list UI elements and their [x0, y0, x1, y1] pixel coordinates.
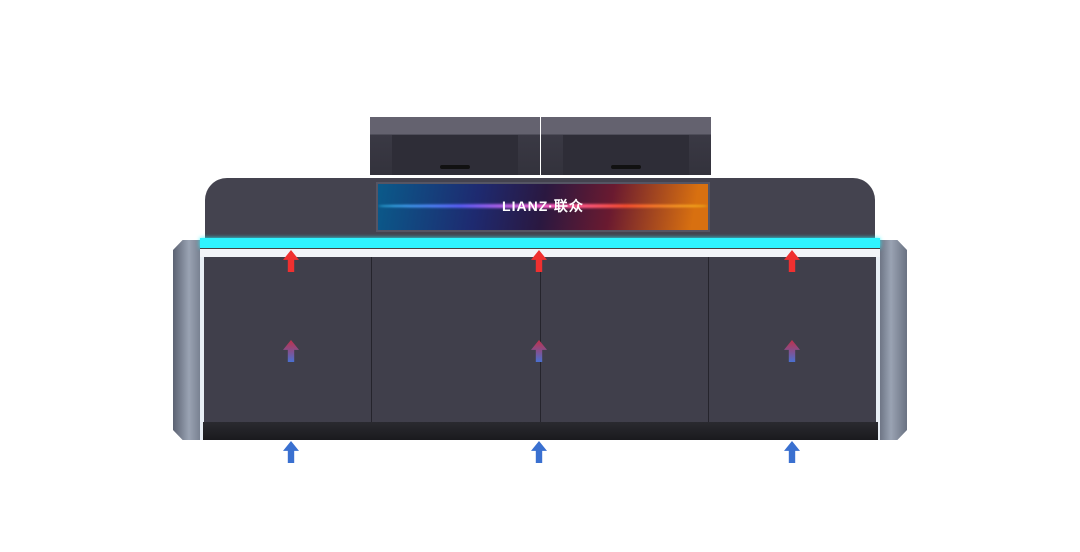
cool-air-arrow-icon — [283, 441, 299, 463]
cyan-light-bar — [200, 238, 880, 248]
cool-air-arrow-icon — [784, 441, 800, 463]
led-display: LIANZ·联众 — [376, 182, 710, 232]
panel-divider — [540, 256, 541, 422]
edge-light-right — [876, 240, 880, 440]
brand-logo: LIANZ·联众 — [502, 198, 584, 214]
monitor-right — [541, 117, 711, 175]
edge-light-left — [200, 240, 204, 440]
console-base — [203, 422, 878, 440]
light-swirl — [378, 204, 708, 208]
side-wing-right — [875, 240, 907, 440]
cool-air-arrow-icon — [531, 441, 547, 463]
panel-divider — [708, 256, 709, 422]
monitor-left — [370, 117, 540, 175]
side-wing-left — [173, 240, 205, 440]
panel-divider — [371, 256, 372, 422]
